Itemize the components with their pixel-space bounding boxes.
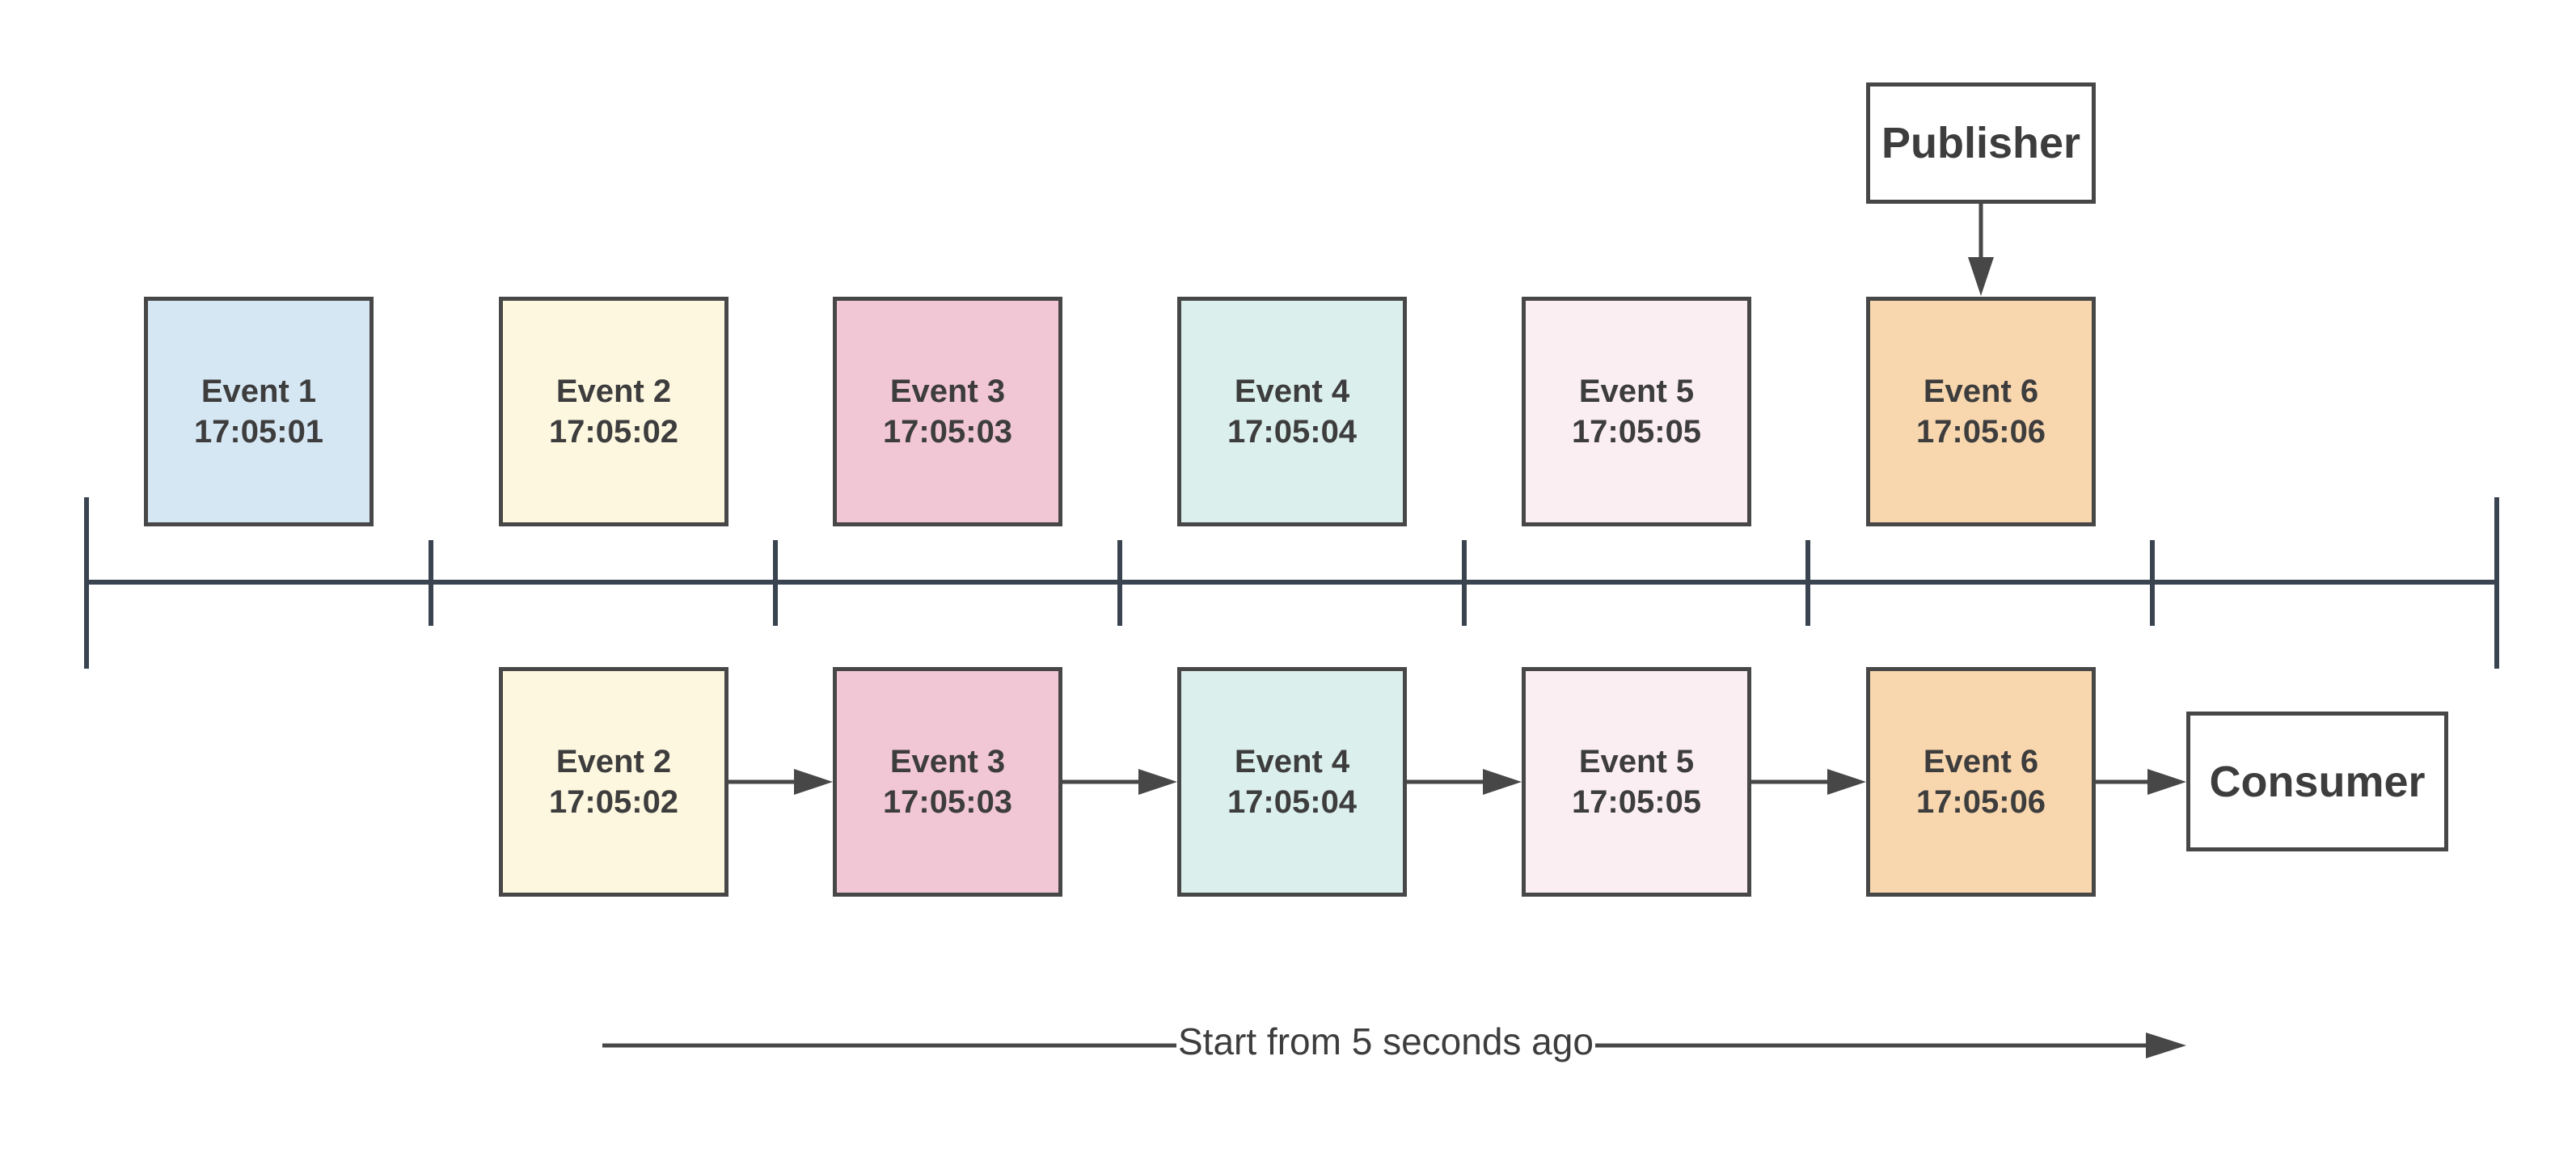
top-event-3: Event 3 17:05:03 [833,297,1062,526]
bottom-event-6: Event 6 17:05:06 [1866,667,2096,897]
event-name: Event 3 [889,374,1006,409]
replay-arrowhead [2146,1033,2186,1058]
chain-arrowhead [1483,769,1522,795]
event-time: 17:05:05 [1571,414,1702,450]
publisher-label: Publisher [1881,119,2081,167]
event-time: 17:05:04 [1227,784,1358,820]
event-name: Event 6 [1923,374,2039,409]
top-event-4: Event 4 17:05:04 [1177,297,1407,526]
event-time: 17:05:04 [1227,414,1358,450]
event-time: 17:05:03 [882,784,1013,820]
top-event-1: Event 1 17:05:01 [144,297,374,526]
event-name: Event 2 [555,744,672,779]
event-time: 17:05:05 [1571,784,1702,820]
event-name: Event 3 [889,744,1006,779]
replay-caption: Start from 5 seconds ago [1176,1017,1595,1066]
chain-arrowhead [794,769,833,795]
top-event-6: Event 6 17:05:06 [1866,297,2096,526]
event-name: Event 5 [1578,374,1695,409]
publisher-arrowhead [1968,257,1994,296]
event-time: 17:05:06 [1915,414,2046,450]
top-event-5: Event 5 17:05:05 [1522,297,1751,526]
event-time: 17:05:03 [882,414,1013,450]
event-name: Event 6 [1923,744,2039,779]
event-time: 17:05:01 [193,414,324,450]
publisher-box: Publisher [1866,82,2096,204]
event-name: Event 4 [1234,374,1350,409]
event-time: 17:05:06 [1915,784,2046,820]
chain-arrowhead [1827,769,1866,795]
bottom-event-3: Event 3 17:05:03 [833,667,1062,897]
event-name: Event 2 [555,374,672,409]
event-name: Event 5 [1578,744,1695,779]
bottom-event-5: Event 5 17:05:05 [1522,667,1751,897]
chain-arrowhead [1138,769,1177,795]
event-name: Event 1 [201,374,317,409]
event-name: Event 4 [1234,744,1350,779]
event-time: 17:05:02 [548,784,679,820]
event-time: 17:05:02 [548,414,679,450]
bottom-event-2: Event 2 17:05:02 [499,667,728,897]
bottom-event-4: Event 4 17:05:04 [1177,667,1407,897]
consumer-label: Consumer [2209,757,2426,806]
consumer-box: Consumer [2186,712,2448,851]
top-event-2: Event 2 17:05:02 [499,297,728,526]
consumer-arrowhead [2147,769,2186,795]
